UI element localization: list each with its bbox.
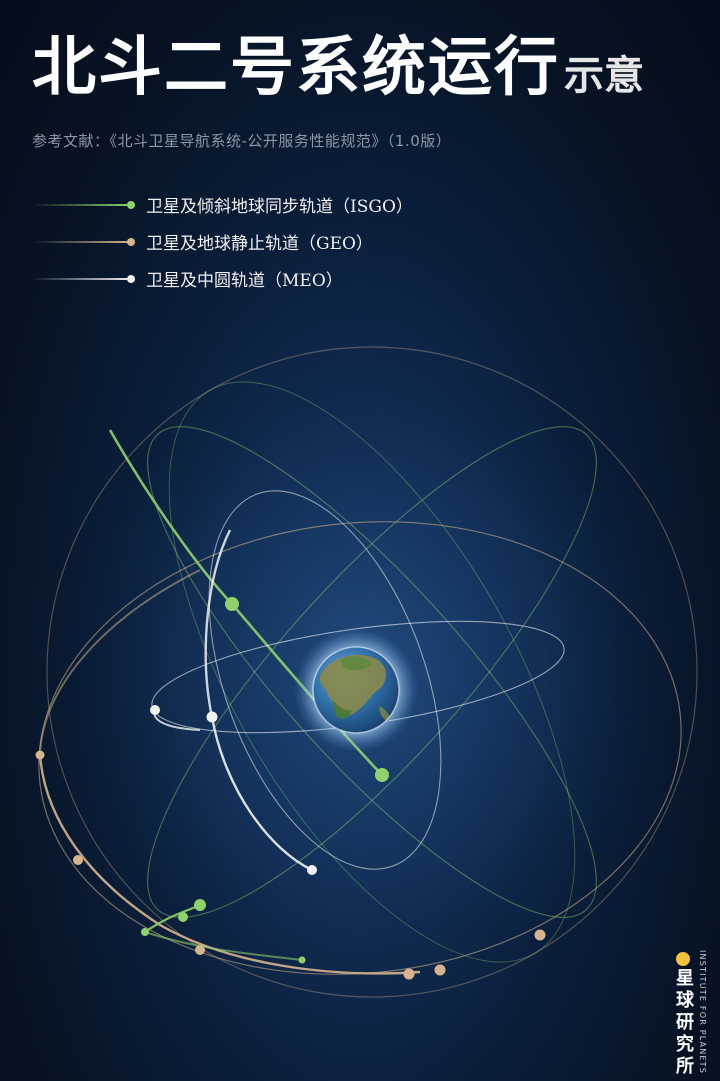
- meo-satellites: [150, 705, 317, 875]
- brand-name: 星 球 研 究 所: [676, 968, 696, 1078]
- legend-line-isgo: [32, 200, 135, 209]
- legend-dot-meo: [127, 274, 135, 283]
- legend-line-meo: [32, 274, 135, 283]
- meo-satellite: [307, 865, 317, 875]
- isgo-satellite: [298, 956, 306, 964]
- legend-item-geo: 卫星及地球静止轨道（GEO）: [32, 223, 413, 260]
- geo-satellite: [403, 968, 415, 980]
- meo-orbit-highlight: [204, 529, 232, 718]
- reference-citation: 参考文献：《北斗卫星导航系统-公开服务性能规范》（1.0版）: [32, 132, 452, 150]
- isgo-orbit-highlight-3: [144, 931, 303, 961]
- brand-char: 球: [676, 990, 694, 1011]
- geo-orbit-highlight: [38, 754, 421, 975]
- geo-satellites: [35, 750, 546, 980]
- brand-logo: 星 球 研 究 所 INSTITUTE FOR PLANETS: [676, 948, 720, 1077]
- earth: [294, 628, 418, 752]
- brand-char: 星: [676, 968, 694, 989]
- legend-dot-isgo: [127, 200, 135, 209]
- orbit-diagram: [35, 342, 700, 1002]
- legend: 卫星及倾斜地球同步轨道（ISGO） 卫星及地球静止轨道（GEO） 卫星及中圆轨道…: [32, 186, 413, 297]
- brand-char: 究: [676, 1034, 694, 1055]
- title-main: 北斗二号系统运行: [32, 31, 560, 105]
- legend-label-isgo: 卫星及倾斜地球同步轨道（ISGO）: [146, 197, 413, 217]
- geo-satellite: [434, 964, 446, 976]
- legend-line-geo: [32, 237, 135, 246]
- isgo-satellite: [194, 899, 206, 911]
- meo-satellite: [206, 711, 218, 723]
- geo-orbit: [38, 521, 682, 975]
- legend-label-meo: 卫星及中圆轨道（MEO）: [146, 271, 343, 291]
- legend-item-isgo: 卫星及倾斜地球同步轨道（ISGO）: [32, 186, 413, 223]
- brand-char: 研: [676, 1012, 694, 1033]
- brand-name-en: INSTITUTE FOR PLANETS: [698, 950, 707, 1075]
- geo-satellite: [73, 855, 83, 865]
- isgo-satellite: [141, 928, 149, 936]
- geo-orbit-highlight-2: [39, 569, 201, 756]
- brand-icon: [676, 952, 690, 966]
- isgo-satellite: [178, 912, 188, 922]
- geo-satellite: [534, 929, 546, 941]
- page-title: 北斗二号系统运行 示意: [32, 36, 644, 100]
- meo-satellite: [150, 705, 160, 715]
- geo-satellite: [195, 945, 205, 955]
- legend-dot-geo: [127, 237, 135, 246]
- isgo-satellites: [141, 597, 389, 964]
- meo-orbit-highlight-2: [210, 716, 313, 872]
- isgo-satellite: [375, 768, 389, 782]
- outer-orbit-sphere: [46, 346, 698, 998]
- geo-satellite: [35, 750, 45, 760]
- brand-char: 所: [676, 1056, 694, 1077]
- legend-item-meo: 卫星及中圆轨道（MEO）: [32, 260, 413, 297]
- title-suffix: 示意: [564, 53, 644, 99]
- isgo-satellite: [225, 597, 239, 611]
- legend-label-geo: 卫星及地球静止轨道（GEO）: [146, 234, 373, 254]
